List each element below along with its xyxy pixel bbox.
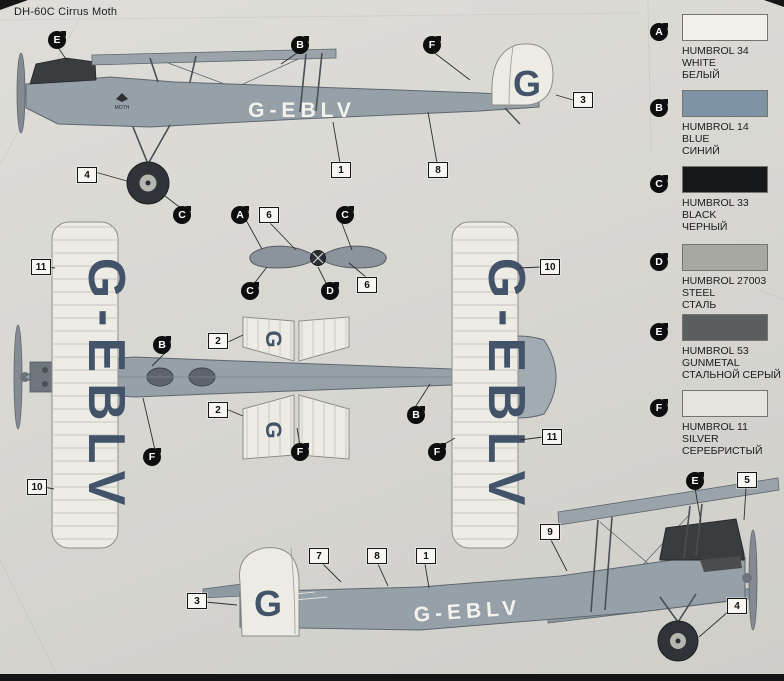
plan-view: G-EBLV G-EBLV G G [13,221,557,549]
paint-badge-c: C [650,175,668,193]
propeller [16,52,26,134]
paint-badge-b: B [650,99,668,117]
side-view-port: G G-EBLV MOTH [16,43,554,205]
paint-entry-d: D HUMBROL 27003 STEEL СТАЛЬ [646,244,780,316]
paint-swatch-a [682,14,768,41]
paint-code: HUMBROL 11 [682,421,748,433]
paint-badge-f: F [650,399,668,417]
paint-entry-c: C HUMBROL 33 BLACK ЧЕРНЫЙ [646,166,780,238]
paint-name-en: STEEL [682,287,716,299]
registration-text: G-EBLV [248,99,356,122]
paint-swatch-d [682,244,768,271]
paint-code: HUMBROL 27003 [682,275,767,287]
paint-entry-e: E HUMBROL 53 GUNMETAL СТАЛЬНОЙ СЕРЫЙ [646,314,781,386]
propeller-detail [249,245,387,269]
paint-name-ru: СТАЛЬНОЙ СЕРЫЙ [682,369,781,381]
moth-logo-icon [116,93,122,102]
paint-name-en: GUNMETAL [682,357,740,369]
rudder [491,43,554,106]
paint-entry-b: B HUMBROL 14 BLUE СИНИЙ [646,90,780,162]
scan-corner [764,0,784,7]
paint-entry-a: A HUMBROL 34 WHITE БЕЛЫЙ [646,14,780,86]
paint-code: HUMBROL 34 [682,45,749,57]
rudder [239,547,300,637]
paint-code: HUMBROL 53 [682,345,749,357]
paint-code: HUMBROL 14 [682,121,749,133]
moth-logo-text: MOTH [115,105,130,111]
scan-edge [0,674,784,681]
engine [29,57,97,85]
paint-code: HUMBROL 33 [682,197,749,209]
callout-lines [43,45,747,638]
paint-badge-a: A [650,23,668,41]
paint-swatch-b [682,90,768,117]
tail-letter: G [513,63,541,104]
paint-badge-e: E [650,323,668,341]
paint-name-en: WHITE [682,57,716,69]
tail-letter: G [254,583,282,624]
paint-swatch-f [682,390,768,417]
left-wing-registration: G-EBLV [77,258,135,517]
paint-swatch-e [682,314,768,341]
paint-legend: A HUMBROL 34 WHITE БЕЛЫЙ B HUMBROL 14 BL… [646,0,781,681]
exhaust [700,556,742,572]
tailplane [202,583,243,599]
scan-corner [0,0,28,10]
paint-name-ru: СИНИЙ [682,145,720,157]
panel-letter-top: G [261,330,286,347]
right-wing-registration: G-EBLV [477,258,535,517]
paint-name-en: SILVER [682,433,719,445]
paint-name-ru: СТАЛЬ [682,299,717,311]
fuselage [25,76,540,128]
upper-wing [91,48,337,66]
page-title: DH-60C Cirrus Moth [14,6,118,18]
upper-wing [557,477,780,526]
engine [659,518,745,561]
paint-name-en: BLUE [682,133,710,145]
panel-letter-bottom: G [261,421,286,438]
paint-name-ru: БЕЛЫЙ [682,69,720,81]
paint-swatch-c [682,166,768,193]
moth-logo-icon [122,93,128,102]
paint-entry-f: F HUMBROL 11 SILVER СЕРЕБРИСТЫЙ [646,390,780,462]
paint-badge-d: D [650,253,668,271]
paint-name-ru: СЕРЕБРИСТЫЙ [682,445,763,457]
paint-name-en: BLACK [682,209,717,221]
side-view-starboard: G G-EBLV [202,477,780,662]
paint-name-ru: ЧЕРНЫЙ [682,221,728,233]
